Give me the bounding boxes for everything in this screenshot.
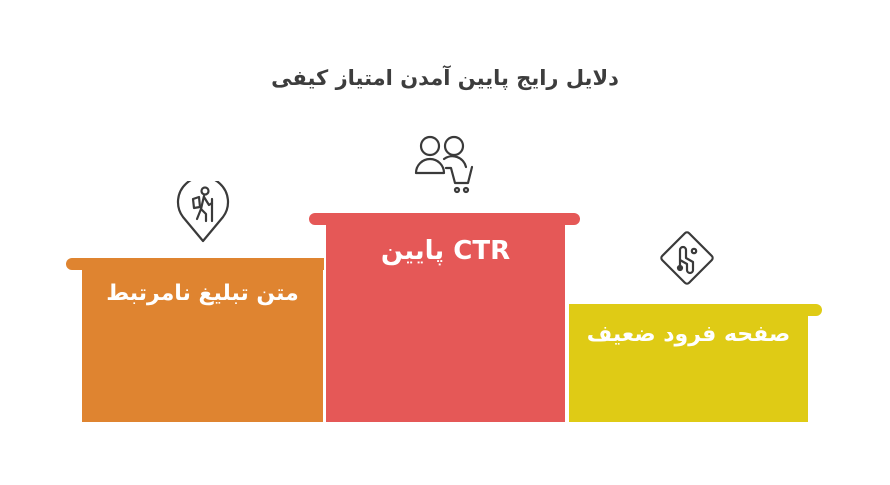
- winding-road-sign-icon: [657, 228, 717, 288]
- step-label: صفحه فرود ضعیف: [586, 322, 791, 347]
- users-shopping-cart-icon: [413, 133, 479, 199]
- step-block: [82, 258, 323, 422]
- step-block: [569, 304, 808, 422]
- hiker-location-pin-icon: [175, 181, 231, 243]
- step-label: متن تبلیغ نامرتبط: [106, 281, 299, 306]
- step-block: [326, 213, 565, 422]
- step-label: CTR پایین: [380, 236, 511, 266]
- diagram-title: دلایل رایج پایین آمدن امتیاز کیفی: [271, 66, 619, 90]
